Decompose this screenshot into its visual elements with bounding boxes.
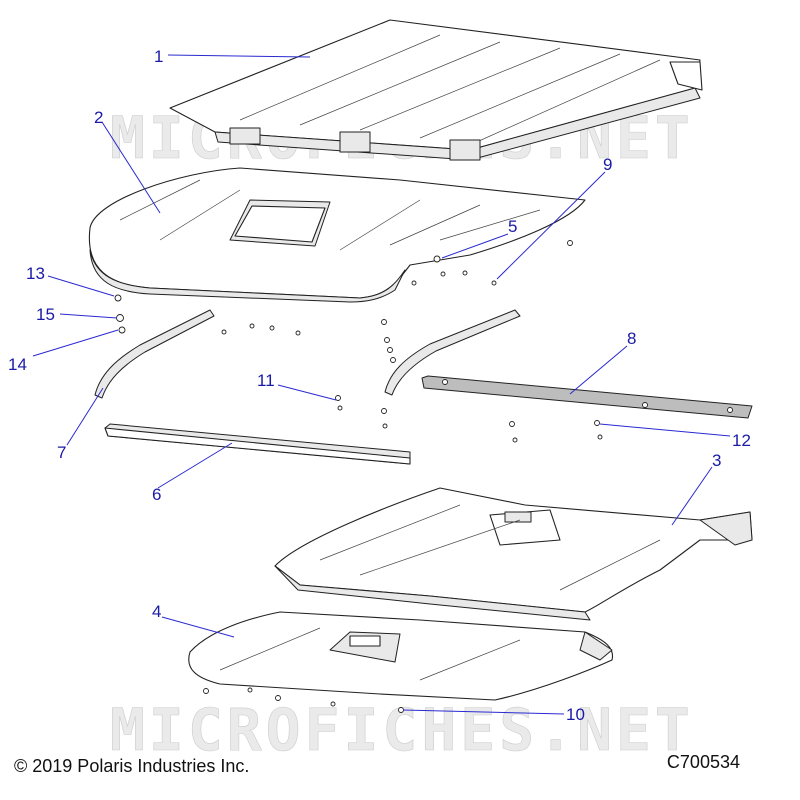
callout-11: 11 <box>257 371 275 390</box>
part-roof-top[interactable] <box>169 19 703 161</box>
callout-5: 5 <box>508 217 517 236</box>
fastener-group <box>114 240 603 713</box>
callout-2: 2 <box>94 108 103 127</box>
callout-1: 1 <box>154 47 163 66</box>
part-lower-panel[interactable] <box>188 611 614 701</box>
part-roof-shell[interactable] <box>88 167 586 303</box>
diagram-id: C700534 <box>666 752 740 772</box>
callout-13: 13 <box>26 264 45 283</box>
callout-10: 10 <box>566 705 585 724</box>
callout-14: 14 <box>8 355 27 374</box>
part-seal-right[interactable] <box>384 309 521 396</box>
part-seal-left[interactable] <box>94 309 215 399</box>
leader-lines <box>32 54 731 715</box>
callout-4: 4 <box>152 602 161 621</box>
part-rear-bracket[interactable] <box>421 375 753 419</box>
part-front-seal[interactable] <box>104 423 411 465</box>
callout-7: 7 <box>57 443 66 462</box>
callout-9: 9 <box>603 155 612 174</box>
callout-8: 8 <box>627 329 636 348</box>
callout-3: 3 <box>712 451 721 470</box>
callout-15: 15 <box>36 305 55 324</box>
watermark-bottom: MICROFICHES.NET <box>110 696 694 764</box>
callout-12: 12 <box>732 431 751 450</box>
callout-6: 6 <box>152 485 161 504</box>
copyright-text: © 2019 Polaris Industries Inc. <box>14 756 250 776</box>
part-headliner[interactable] <box>274 487 753 621</box>
